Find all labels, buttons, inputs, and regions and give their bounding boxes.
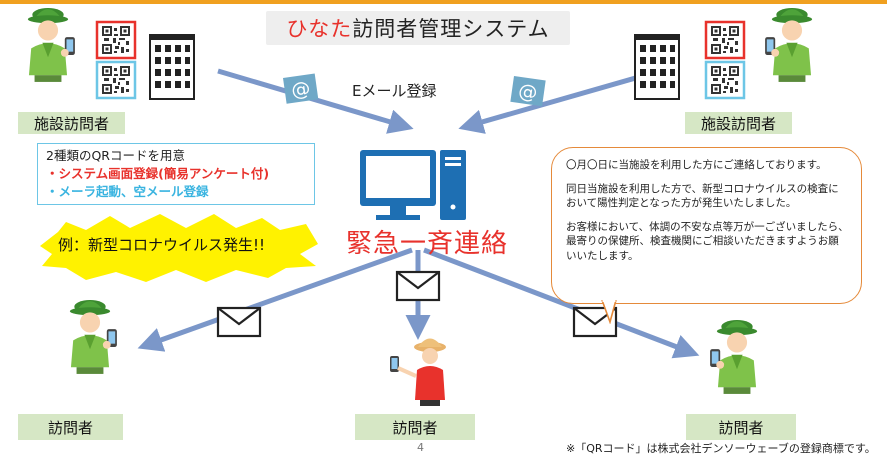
qr-info-line: 2種類のQRコードを用意 [46, 148, 185, 163]
example-alert-text: 例：新型コロナウイルス発生!! [58, 236, 266, 254]
label-visitor-left: 訪問者 [18, 414, 123, 440]
qr-code-icon [704, 20, 746, 60]
label-facility-visitor-right: 施設訪問者 [685, 112, 792, 134]
qr-code-icon [704, 60, 746, 100]
page-number: 4 [417, 441, 424, 454]
svg-text:@: @ [517, 80, 539, 104]
trademark-footnote: ※「QRコード」は株式会社デンソーウェーブの登録商標です。 [566, 442, 876, 455]
notice-speech-bubble: 〇月〇日に当施設を利用した方にご連絡しております。 同日当施設を利用した方で、新… [551, 147, 862, 304]
at-sign-icon: @ [510, 76, 546, 107]
title-accent: ひなた [286, 17, 353, 41]
notice-paragraph: 同日当施設を利用した方で、新型コロナウイルスの検査において陽性判定となった方が発… [566, 182, 839, 210]
visitor-person-icon [390, 338, 446, 406]
arrow-to-visitor-right [423, 247, 700, 359]
qr-code-icon [95, 60, 137, 100]
label-visitor-right: 訪問者 [686, 414, 796, 440]
at-sign-icon: @ [283, 73, 319, 104]
building-icon [149, 34, 195, 100]
speech-bubble-tail [601, 300, 617, 324]
arrow-right-to-system [458, 68, 661, 134]
qr-info-line: ・システム画面登録(簡易アンケート付) [46, 166, 270, 181]
envelope-icon [395, 270, 441, 302]
alert-burst [40, 214, 318, 282]
qr-info-line: ・メーラ起動、空メール登録 [46, 184, 209, 199]
qr-code-icon [95, 20, 137, 60]
notice-paragraph: お客様において、体調の不安な点等万が一ございましたら、最寄りの保健所、検査機関に… [566, 220, 849, 262]
page-title: ひなた 訪問者管理システム [266, 11, 570, 45]
svg-text:@: @ [290, 77, 312, 101]
label-visitor-center: 訪問者 [355, 414, 475, 440]
visitor-person-icon [710, 320, 758, 394]
qr-info-box: 2種類のQRコードを用意 ・システム画面登録(簡易アンケート付) ・メーラ起動、… [37, 143, 315, 205]
computer-icon [360, 150, 466, 220]
arrow-to-visitor-left [137, 247, 413, 352]
building-icon [634, 34, 680, 100]
visitor-person-icon [765, 8, 813, 82]
notice-paragraph: 〇月〇日に当施設を利用した方にご連絡しております。 [566, 159, 827, 171]
label-facility-visitor-left: 施設訪問者 [18, 112, 125, 134]
visitor-person-icon [69, 300, 117, 374]
title-rest: 訪問者管理システム [352, 17, 550, 41]
envelope-icon [216, 306, 262, 338]
label-emergency-contact: 緊急一斉連絡 [346, 229, 509, 259]
label-email-registration: Eメール登録 [352, 82, 437, 100]
visitor-person-icon [27, 8, 75, 82]
top-accent-bar [0, 0, 887, 4]
